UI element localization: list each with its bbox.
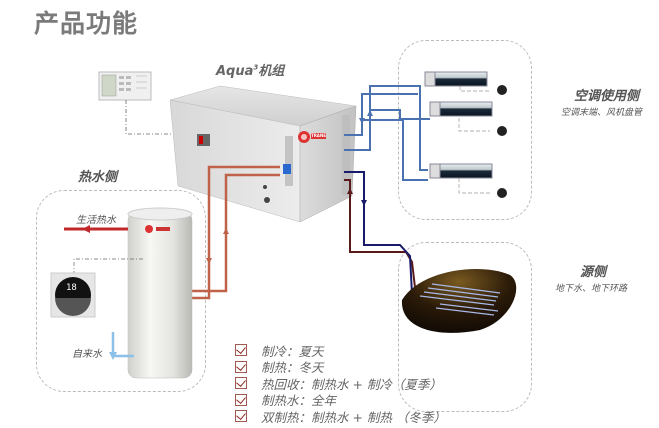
hot-water-side-title: 热水侧 (78, 170, 118, 185)
page-title: 产品功能 (34, 9, 139, 38)
feature-item: 双制热：制热水 + 制热 （冬季） (235, 408, 446, 425)
feature-label: 双制热：制热水 + 制热 （冬季） (261, 409, 446, 425)
unit-name-sup: 3 (253, 63, 259, 72)
checkbox-checked-icon (235, 377, 247, 390)
hot-water-tank (127, 207, 193, 379)
feature-label: 热回收：制热水 + 制冷（夏季） (261, 376, 442, 392)
feature-item: 制热：冬天 (235, 359, 446, 376)
tank-controller-display: 18 (66, 283, 77, 293)
feature-label: 制冷：夏天 (261, 343, 324, 359)
ac-flow-arrow-up (367, 110, 373, 116)
source-side-title: 源侧 (580, 265, 607, 280)
tank-controller (50, 272, 96, 318)
fan-coil-unit (429, 163, 493, 179)
thermostat-icon (497, 188, 507, 198)
ground-loop (401, 268, 517, 333)
source-supply-pipe (344, 171, 413, 295)
feature-list: 制冷：夏天 制热：冬天 热回收：制热水 + 制冷（夏季） 制热水：全年 双制热：… (235, 342, 446, 425)
feature-label: 制热水：全年 (261, 393, 337, 409)
unit-label: Aqua3机组 (216, 60, 284, 79)
hot-water-arrow-icon (82, 225, 90, 233)
unit-brand: TRANE (311, 133, 326, 138)
source-side-subtitle: 地下水、地下环路 (555, 284, 628, 294)
flow-arrow-up (223, 228, 229, 234)
ac-side-subtitle: 空调末端、风机盘管 (561, 108, 643, 118)
checkbox-checked-icon (235, 393, 247, 406)
unit-name-prefix: Aqua (216, 64, 254, 79)
checkbox-checked-icon (235, 360, 247, 373)
source-zone (398, 242, 532, 412)
fan-coil-unit (429, 101, 493, 117)
tank-controller-wire (73, 258, 143, 275)
feature-item: 制冷：夏天 (235, 342, 446, 359)
checkbox-checked-icon (235, 410, 247, 423)
source-return-pipe (344, 179, 417, 297)
controller-wire (125, 100, 196, 135)
checkbox-checked-icon (235, 344, 247, 357)
ac-flow-arrow-down (359, 118, 365, 124)
ac-pipes (344, 85, 430, 181)
tap-water-arrow-icon (109, 352, 117, 360)
wall-controller (98, 71, 152, 101)
ac-zone (398, 40, 532, 220)
source-flow-arrow-up (347, 188, 353, 194)
feature-item: 制热水：全年 (235, 392, 446, 409)
source-flow-arrow-down (361, 200, 367, 206)
tap-water-in-label: 自来水 (72, 349, 102, 360)
aqua-unit (169, 85, 357, 223)
feature-item: 热回收：制热水 + 制冷（夏季） (235, 375, 446, 392)
feature-label: 制热：冬天 (261, 360, 324, 376)
hot-water-out-label: 生活热水 (76, 215, 116, 226)
thermostat-icon (497, 126, 507, 136)
trane-tank-logo-icon (145, 225, 153, 233)
unit-name-suffix: 机组 (258, 64, 285, 79)
thermostat-icon (497, 85, 507, 95)
fan-coil-unit (424, 71, 488, 87)
flow-arrow-down (206, 258, 212, 264)
ac-side-title: 空调使用侧 (574, 89, 640, 104)
